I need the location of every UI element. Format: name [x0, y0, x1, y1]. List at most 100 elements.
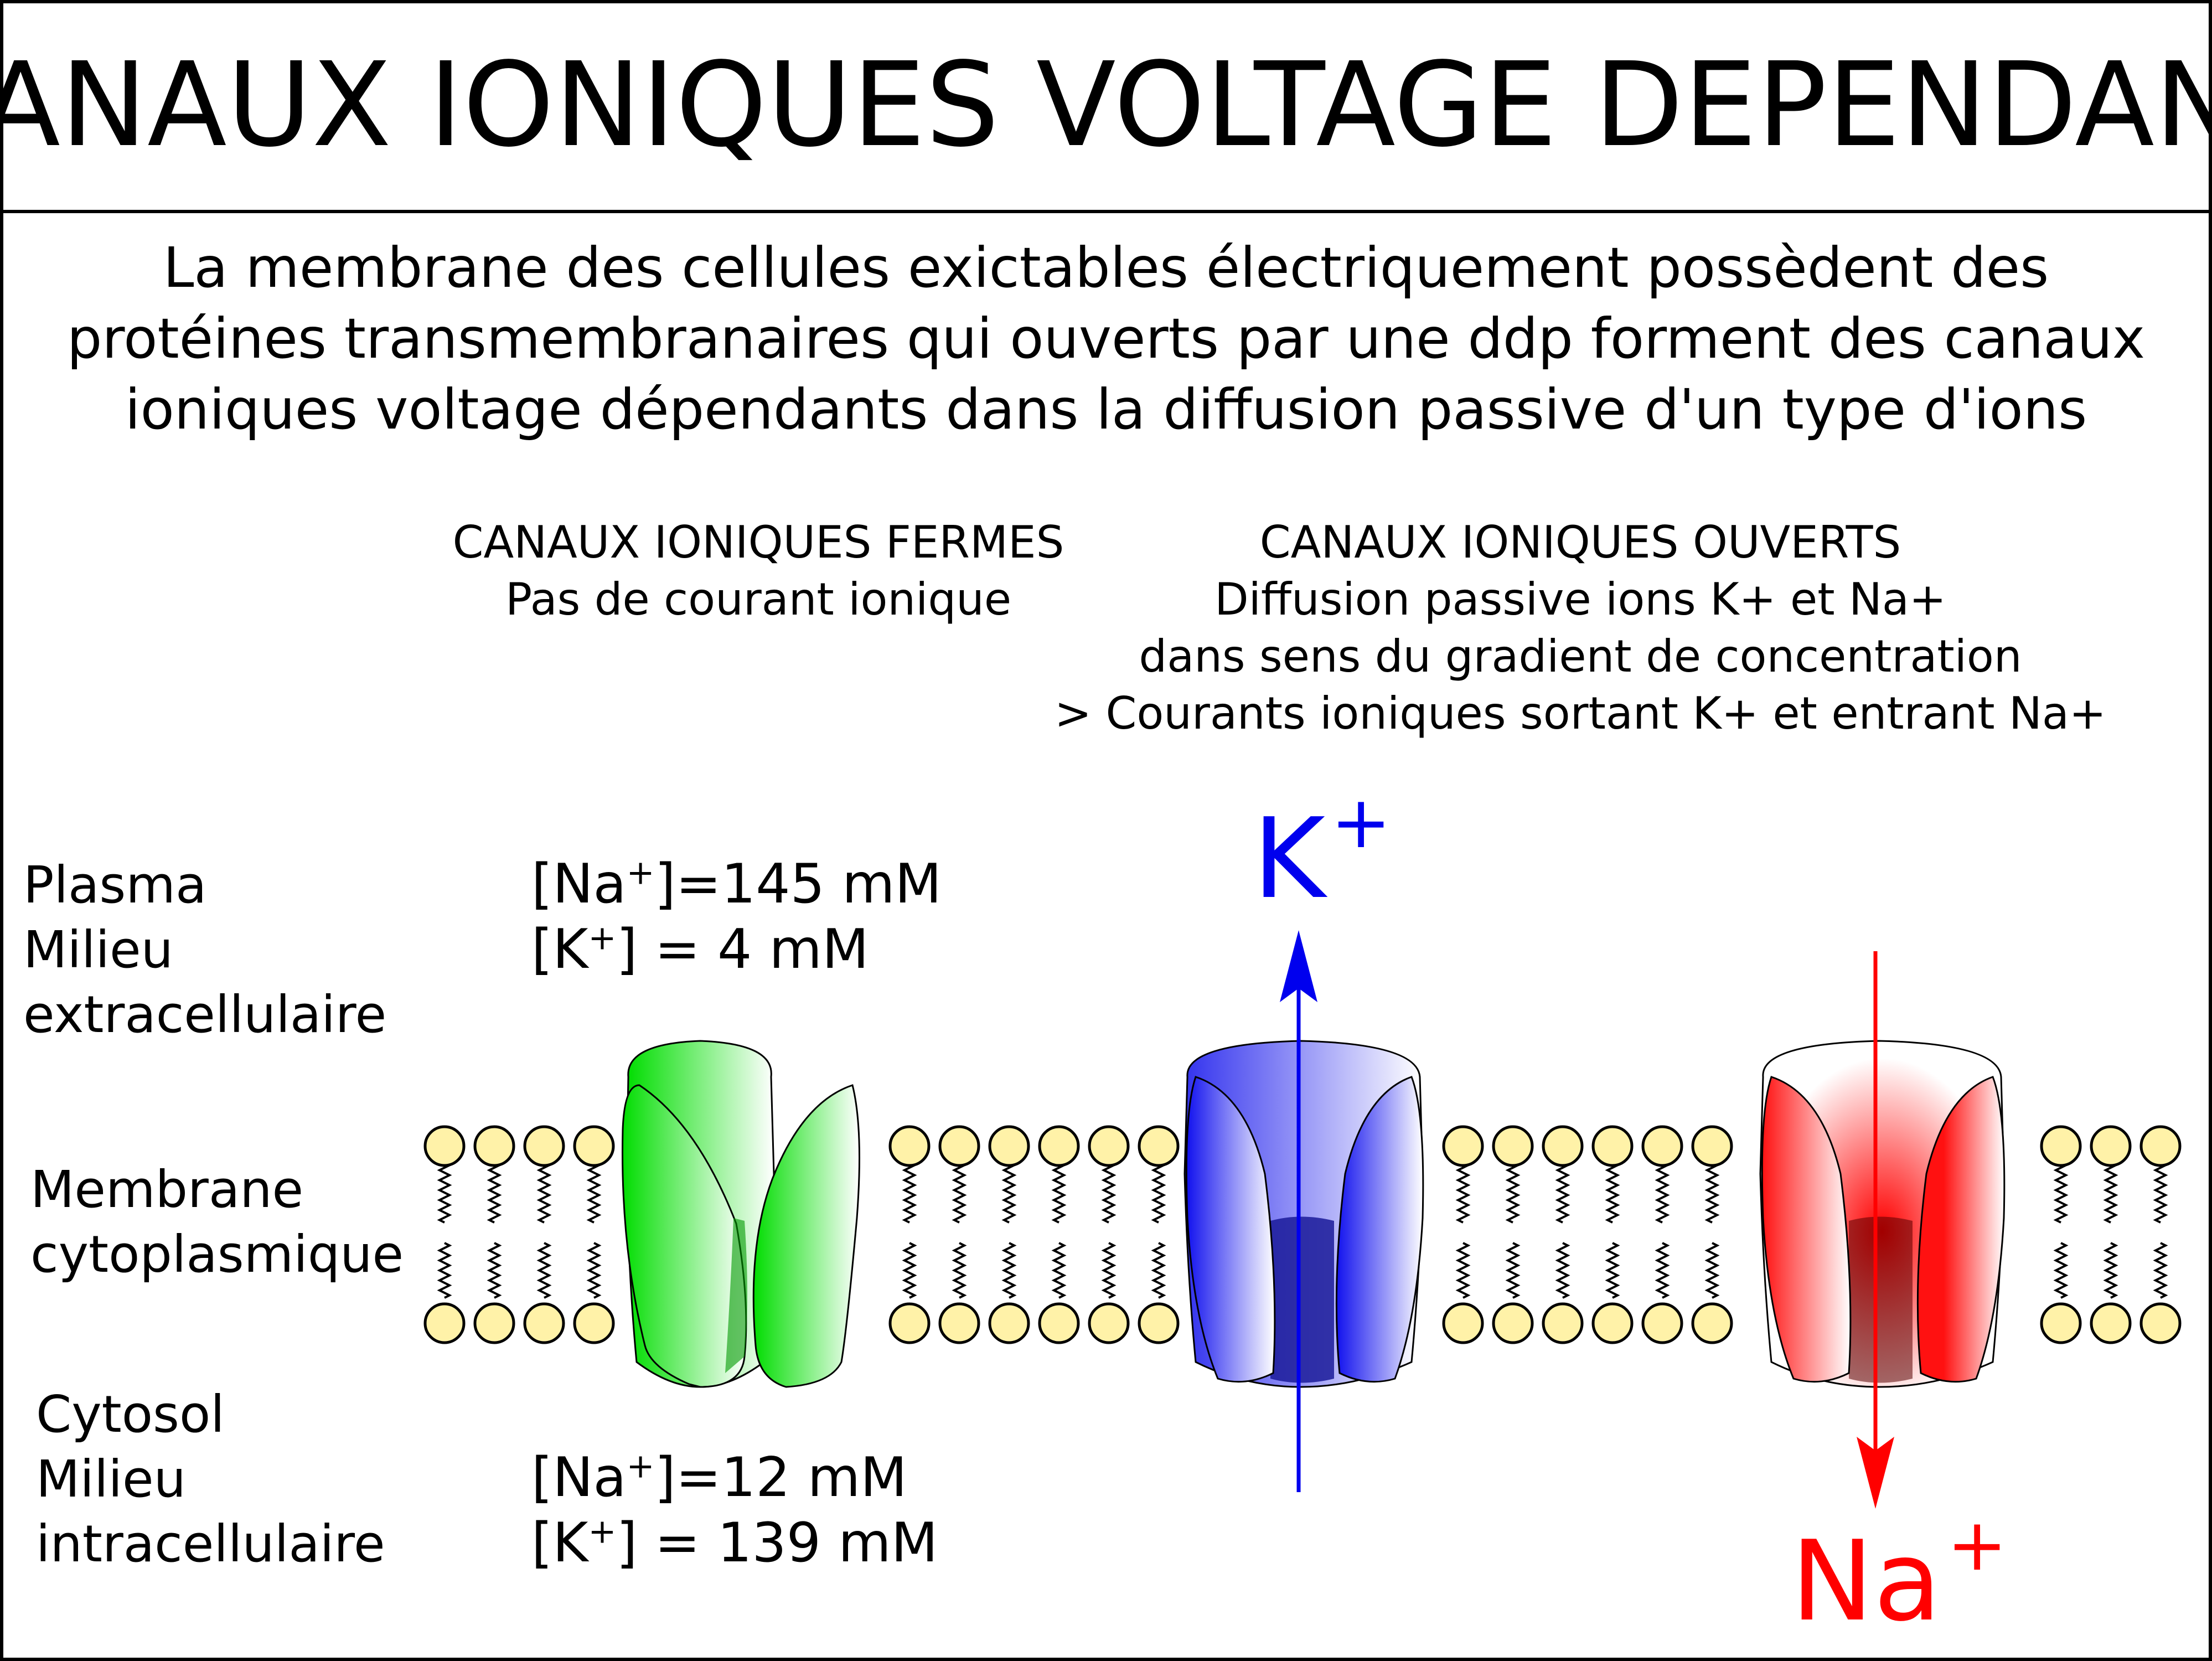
lipid-tail — [1605, 1242, 1620, 1299]
lipid-tail — [1655, 1242, 1670, 1299]
lipid-tail — [2103, 1242, 2118, 1299]
k-charge: + — [588, 1512, 617, 1551]
lipid-head — [573, 1125, 615, 1167]
open-channels-heading-block: CANAUX IONIQUES OUVERTS Diffusion passiv… — [1013, 514, 2148, 742]
lipid-tail — [1455, 1242, 1471, 1299]
lipid-tail — [902, 1162, 917, 1224]
lipid-tail — [487, 1242, 502, 1299]
lipid-head — [573, 1302, 615, 1344]
lipid-tail — [1051, 1242, 1067, 1299]
lipid-head — [888, 1125, 931, 1167]
lipid-head — [473, 1302, 515, 1344]
lipid-head — [2139, 1302, 2182, 1344]
lipid-head — [1492, 1125, 1534, 1167]
lipid-tail — [536, 1162, 552, 1224]
lipid-tail — [1151, 1162, 1166, 1224]
extracellular-na-concentration: [Na+]=145 mM — [531, 852, 942, 917]
closed-channel — [622, 1040, 860, 1388]
na-current-arrow — [1857, 951, 1894, 1509]
membrane-line-2: cytoplasmique — [30, 1225, 404, 1284]
lipid-tail — [1704, 1242, 1720, 1299]
extracellular-line-1: Plasma — [23, 855, 207, 915]
lipid-tail — [952, 1162, 967, 1224]
lipid-head — [1038, 1125, 1080, 1167]
lipid-head — [988, 1125, 1030, 1167]
lipid-tail — [586, 1242, 602, 1299]
lipid-head — [2040, 1302, 2082, 1344]
lipid-tail — [1505, 1162, 1521, 1224]
lipid-head — [1691, 1125, 1733, 1167]
lipid-head — [1442, 1125, 1484, 1167]
lipid-tail — [2153, 1242, 2168, 1299]
lipid-tail — [1505, 1242, 1521, 1299]
open-channels-line-2: dans sens du gradient de concentration — [1139, 631, 2022, 682]
lipid-bilayer — [423, 1125, 2182, 1344]
lipid-head — [888, 1302, 931, 1344]
lipid-tail — [1101, 1242, 1117, 1299]
lipid-tail — [1555, 1162, 1570, 1224]
lipid-head — [523, 1125, 565, 1167]
lipid-head — [1492, 1302, 1534, 1344]
open-channels-line-3: > Courants ioniques sortant K+ et entran… — [1055, 688, 2106, 739]
open-channels-line-1: Diffusion passive ions K+ et Na+ — [1214, 574, 1946, 625]
lipid-head — [523, 1302, 565, 1344]
lipid-tail — [1455, 1162, 1471, 1224]
k-ion-label: K+ — [1253, 780, 1391, 924]
na-bracket: [Na — [531, 853, 627, 916]
intracellular-na-concentration: [Na+]=12 mM — [531, 1445, 938, 1510]
lipid-tail — [2103, 1162, 2118, 1224]
lipid-tail — [536, 1242, 552, 1299]
extracellular-line-3: extracellulaire — [23, 985, 387, 1044]
na-charge: + — [626, 853, 655, 893]
extracellular-line-2: Milieu — [23, 920, 173, 979]
lipid-head — [423, 1125, 466, 1167]
diagram-title: CANAUX IONIQUES VOLTAGE DEPENDANT — [0, 37, 2212, 173]
lipid-head — [2090, 1125, 2132, 1167]
lipid-tail — [487, 1162, 502, 1224]
lipid-head — [1088, 1302, 1130, 1344]
intracellular-label: Cytosol Milieu intracellulaire — [36, 1382, 385, 1576]
extracellular-k-concentration: [K+] = 4 mM — [531, 917, 942, 982]
lipid-head — [988, 1302, 1030, 1344]
na-ion-label: Na+ — [1791, 1503, 2007, 1646]
lipid-tail — [952, 1242, 967, 1299]
na-channel-open — [1759, 1040, 2006, 1388]
closed-channels-heading-block: CANAUX IONIQUES FERMES Pas de courant io… — [432, 514, 1085, 628]
intracellular-concentrations: [Na+]=12 mM [K+] = 139 mM — [531, 1445, 938, 1576]
k-channel-open — [1183, 1040, 1424, 1388]
intro-line-2: protéines transmembranaires qui ouverts … — [66, 306, 2146, 371]
lipid-tail — [902, 1242, 917, 1299]
extracellular-label: Plasma Milieu extracellulaire — [23, 853, 386, 1047]
lipid-tail — [437, 1162, 452, 1224]
title-box: CANAUX IONIQUES VOLTAGE DEPENDANT — [0, 0, 2212, 213]
intracellular-line-2: Milieu — [36, 1449, 186, 1509]
lipid-tail — [2053, 1162, 2069, 1224]
lipid-head — [1591, 1302, 1634, 1344]
lipid-head — [1591, 1125, 1634, 1167]
lipid-head — [1038, 1302, 1080, 1344]
lipid-head — [1442, 1302, 1484, 1344]
lipid-tail — [1704, 1162, 1720, 1224]
membrane-label: Membrane cytoplasmique — [30, 1157, 404, 1287]
closed-channels-subtitle: Pas de courant ionique — [505, 574, 1012, 625]
intracellular-line-3: intracellulaire — [36, 1514, 385, 1574]
lipid-tail — [1555, 1242, 1570, 1299]
extracellular-concentrations: [Na+]=145 mM [K+] = 4 mM — [531, 852, 942, 982]
lipid-tail — [2053, 1242, 2069, 1299]
intracellular-k-concentration: [K+] = 139 mM — [531, 1510, 938, 1576]
lipid-tail — [1001, 1162, 1017, 1224]
intracellular-line-1: Cytosol — [36, 1385, 225, 1444]
k-current-arrow — [1280, 930, 1317, 1492]
closed-channels-heading: CANAUX IONIQUES FERMES — [452, 517, 1064, 568]
k-value: ] = 4 mM — [616, 918, 869, 981]
membrane-line-1: Membrane — [30, 1160, 304, 1219]
lipid-head — [2090, 1302, 2132, 1344]
lipid-head — [2040, 1125, 2082, 1167]
lipid-tail — [1001, 1242, 1017, 1299]
k-bracket: [K — [531, 1512, 588, 1575]
lipid-head — [1542, 1302, 1584, 1344]
lipid-head — [938, 1125, 980, 1167]
k-charge: + — [588, 919, 617, 958]
